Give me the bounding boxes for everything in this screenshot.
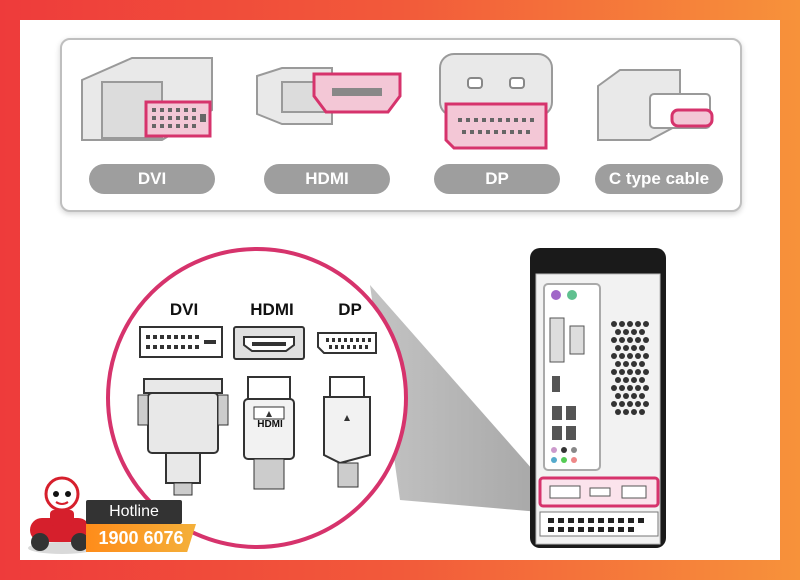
pc-tower-rear-illustration [530,248,666,548]
hotline-number[interactable]: 1900 6076 [86,524,196,552]
zoom-hdmi-label: HDMI [250,300,294,319]
zoom-dp-label: DP [338,300,362,319]
hotline-badge[interactable]: Hotline 1900 6076 [86,500,196,552]
hdmi-connector-illustration [256,67,402,125]
dp-connector-illustration [439,53,553,150]
dp-label-pill: DP [434,164,560,194]
hotline-label: Hotline [86,500,182,524]
delivery-scooter-mascot [28,476,96,554]
connector-types-panel: DVI HDMI DP C type cable [60,38,742,212]
hdmi-label-pill: HDMI [264,164,390,194]
dvi-label-pill: DVI [89,164,215,194]
zoom-dvi-label: DVI [169,300,199,319]
hdmi-plug-text: HDMI [257,419,283,430]
usb-c-connector-illustration [597,69,714,141]
zoom-circle [106,247,408,549]
usb-c-label-pill: C type cable [595,164,723,194]
dvi-connector-illustration [81,57,213,141]
